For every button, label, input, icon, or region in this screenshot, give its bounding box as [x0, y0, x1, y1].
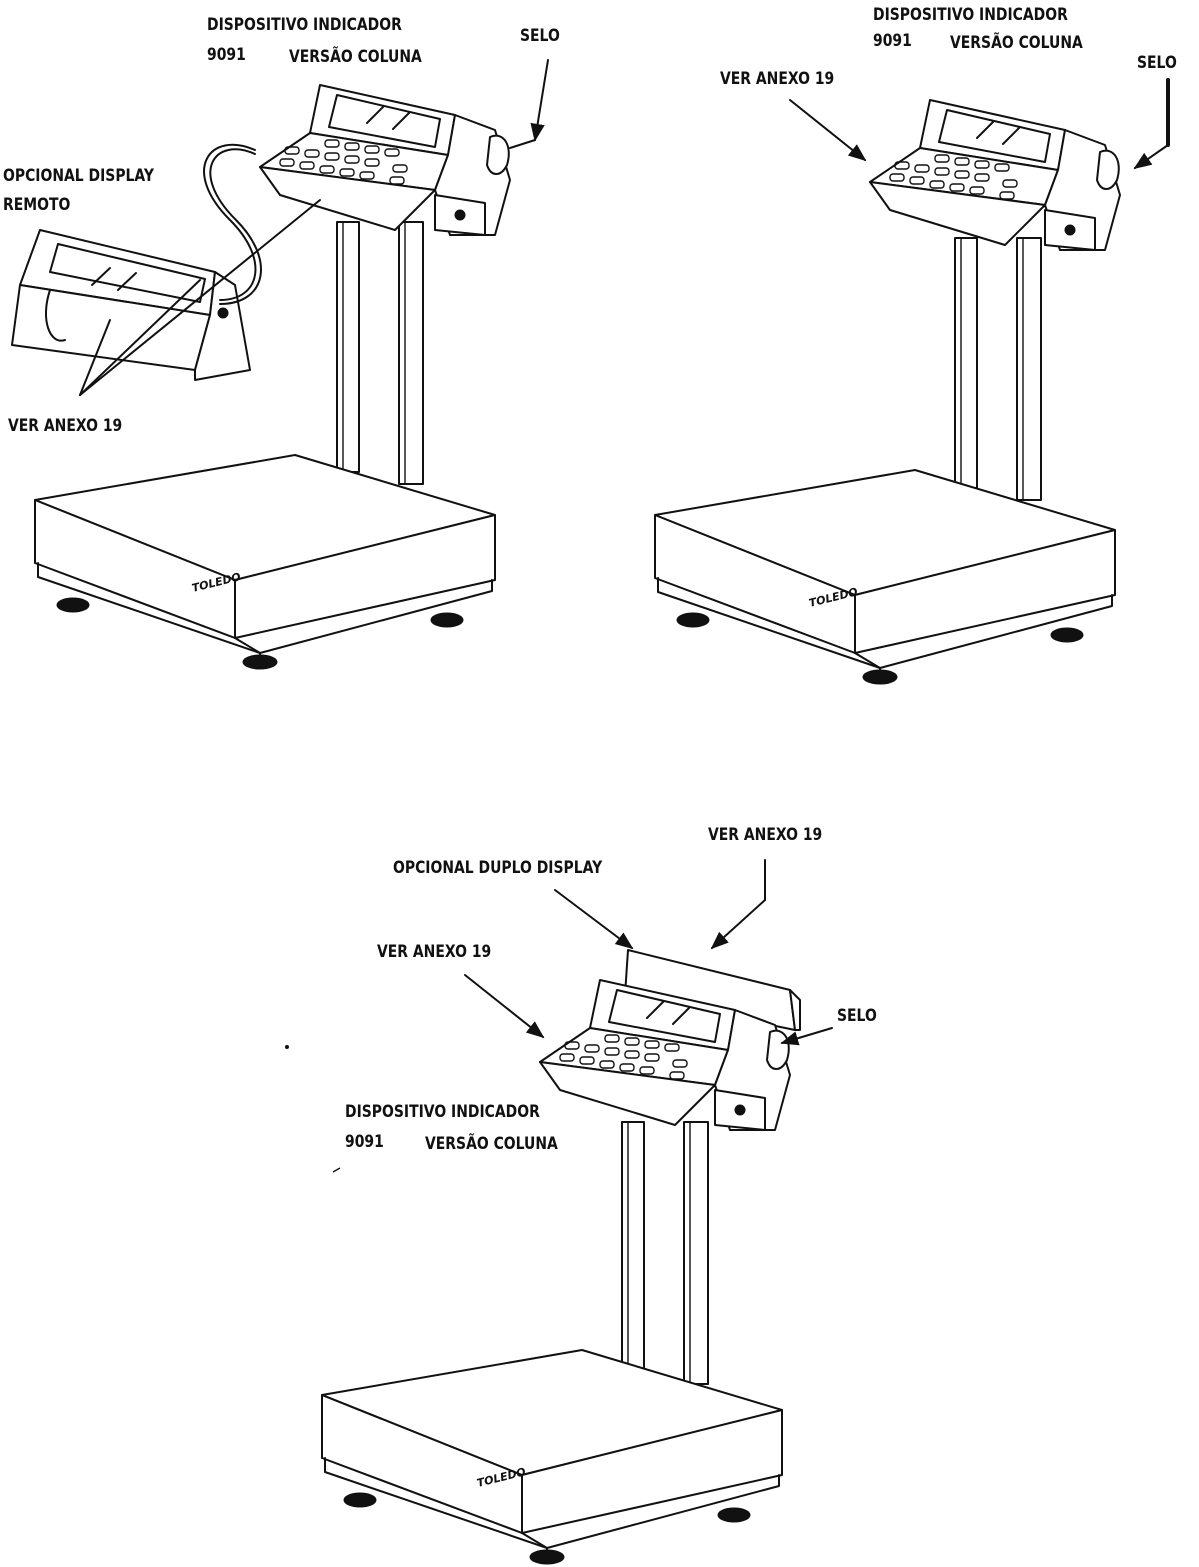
- scale-1-cable: [203, 143, 257, 301]
- scale-3-column: [621, 1121, 709, 1385]
- scale-2-platform: [654, 469, 1116, 685]
- scale-1-version-label: VERSÃO COLUNA: [289, 47, 422, 67]
- scale-1-indicator: [259, 84, 511, 236]
- scale-1-annex-label: VER ANEXO 19: [8, 416, 123, 436]
- scale-1: [11, 59, 549, 670]
- scale-2-indicator: [869, 99, 1121, 251]
- scale-3-platform: [321, 1349, 783, 1565]
- scale-3: [321, 859, 833, 1565]
- scale-1-remote-label-line1: OPCIONAL DISPLAY: [3, 166, 154, 186]
- scale-1-remote-label-line2: REMOTO: [3, 195, 71, 215]
- scale-2-annex-label: VER ANEXO 19: [720, 69, 835, 89]
- scale-1-indicator-label-line1: DISPOSITIVO INDICADOR: [207, 15, 402, 35]
- scale-2-indicator-label-line1: DISPOSITIVO INDICADOR: [873, 5, 1068, 25]
- scale-2-version-label: VERSÃO COLUNA: [950, 33, 1083, 53]
- scale-2-column: [954, 237, 1042, 501]
- scale-3-annex-left-label: VER ANEXO 19: [377, 942, 492, 962]
- scale-3-annex-top-label: VER ANEXO 19: [708, 825, 823, 845]
- scale-3-selo-label: SELO: [837, 1006, 877, 1026]
- scale-3-indicator-label-line1: DISPOSITIVO INDICADOR: [345, 1102, 540, 1122]
- scale-1-model-number: 9091: [207, 45, 246, 65]
- scale-1-selo-label: SELO: [520, 26, 560, 46]
- scale-2-selo-label: SELO: [1137, 53, 1177, 73]
- scale-2: [654, 78, 1170, 685]
- scale-3-dual-display: [624, 949, 801, 1031]
- scale-3-version-label: VERSÃO COLUNA: [425, 1134, 558, 1154]
- scale-1-remote-display: [11, 229, 251, 381]
- scale-3-dual-display-label: OPCIONAL DUPLO DISPLAY: [393, 858, 603, 878]
- scale-1-column: [336, 221, 424, 485]
- scale-3-model-number: 9091: [345, 1132, 384, 1152]
- scale-1-platform: [34, 454, 496, 670]
- scale-2-model-number: 9091: [873, 31, 912, 51]
